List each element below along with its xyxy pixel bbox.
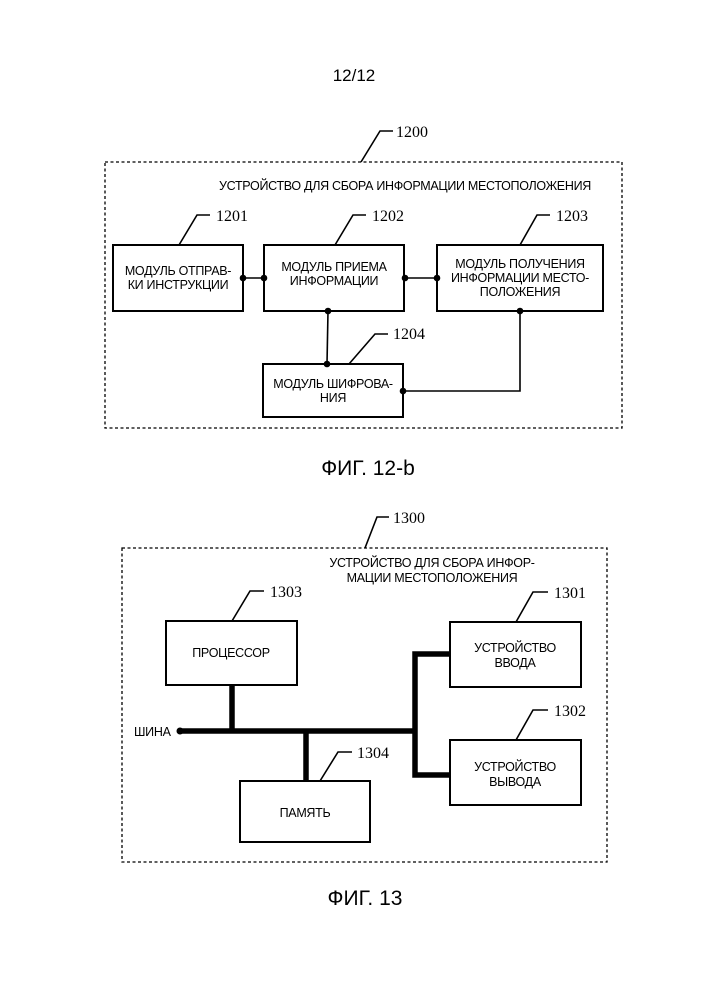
leader-line-1202 bbox=[335, 215, 366, 245]
ref-1204: 1204 bbox=[393, 326, 425, 343]
leader-line-1203 bbox=[520, 215, 550, 245]
page-number: 12/12 bbox=[333, 66, 376, 85]
ref-1303: 1303 bbox=[270, 584, 302, 601]
module-1204-line1: МОДУЛЬ ШИФРОВА- bbox=[273, 377, 393, 391]
leader-line-1200 bbox=[361, 131, 393, 162]
module-1202-line2: ИНФОРМАЦИИ bbox=[290, 274, 378, 288]
leader-line-1302 bbox=[516, 710, 548, 740]
module-1203-line1: МОДУЛЬ ПОЛУЧЕНИЯ bbox=[455, 257, 585, 271]
leader-line-1304 bbox=[320, 752, 352, 781]
ref-1203: 1203 bbox=[556, 208, 588, 225]
ref-1304: 1304 bbox=[357, 745, 389, 762]
ref-1202: 1202 bbox=[372, 208, 404, 225]
output-device-line2: ВЫВОДА bbox=[489, 775, 542, 789]
module-1204-line2: НИЯ bbox=[320, 391, 346, 405]
ref-1200: 1200 bbox=[396, 124, 428, 141]
leader-line-1201 bbox=[179, 215, 210, 245]
processor-label: ПРОЦЕССОР bbox=[192, 646, 270, 660]
input-device-line2: ВВОДА bbox=[494, 656, 536, 670]
ref-1201: 1201 bbox=[216, 208, 248, 225]
device-title-line2: МАЦИИ МЕСТОПОЛОЖЕНИЯ bbox=[347, 571, 518, 585]
module-1201-line2: КИ ИНСТРУКЦИИ bbox=[128, 278, 229, 292]
module-1203-line2: ИНФОРМАЦИИ МЕСТО- bbox=[451, 271, 589, 285]
memory-label: ПАМЯТЬ bbox=[280, 806, 331, 820]
output-device-line1: УСТРОЙСТВО bbox=[474, 759, 556, 774]
figure-caption-13: ФИГ. 13 bbox=[328, 887, 403, 910]
leader-line-1301 bbox=[516, 592, 548, 622]
ref-1302: 1302 bbox=[554, 703, 586, 720]
figure-12b: 1200 УСТРОЙСТВО ДЛЯ СБОРА ИНФОРМАЦИИ МЕС… bbox=[105, 124, 622, 480]
leader-line-1300 bbox=[365, 517, 389, 548]
figure-13: 1300 УСТРОЙСТВО ДЛЯ СБОРА ИНФОР- МАЦИИ М… bbox=[122, 510, 607, 910]
module-1202-line1: МОДУЛЬ ПРИЕМА bbox=[281, 260, 387, 274]
device-title-line1: УСТРОЙСТВО ДЛЯ СБОРА ИНФОР- bbox=[329, 555, 534, 570]
leader-line-1204 bbox=[349, 334, 388, 364]
ref-1300: 1300 bbox=[393, 510, 425, 527]
figure-caption-12b: ФИГ. 12-b bbox=[321, 457, 415, 480]
module-1203-line3: ПОЛОЖЕНИЯ bbox=[480, 285, 561, 299]
input-device-line1: УСТРОЙСТВО bbox=[474, 640, 556, 655]
module-1201-line1: МОДУЛЬ ОТПРАВ- bbox=[125, 264, 231, 278]
device-title: УСТРОЙСТВО ДЛЯ СБОРА ИНФОРМАЦИИ МЕСТОПОЛ… bbox=[219, 178, 591, 193]
bus-label: ШИНА bbox=[134, 725, 172, 739]
leader-line-1303 bbox=[232, 591, 264, 621]
ref-1301: 1301 bbox=[554, 585, 586, 602]
